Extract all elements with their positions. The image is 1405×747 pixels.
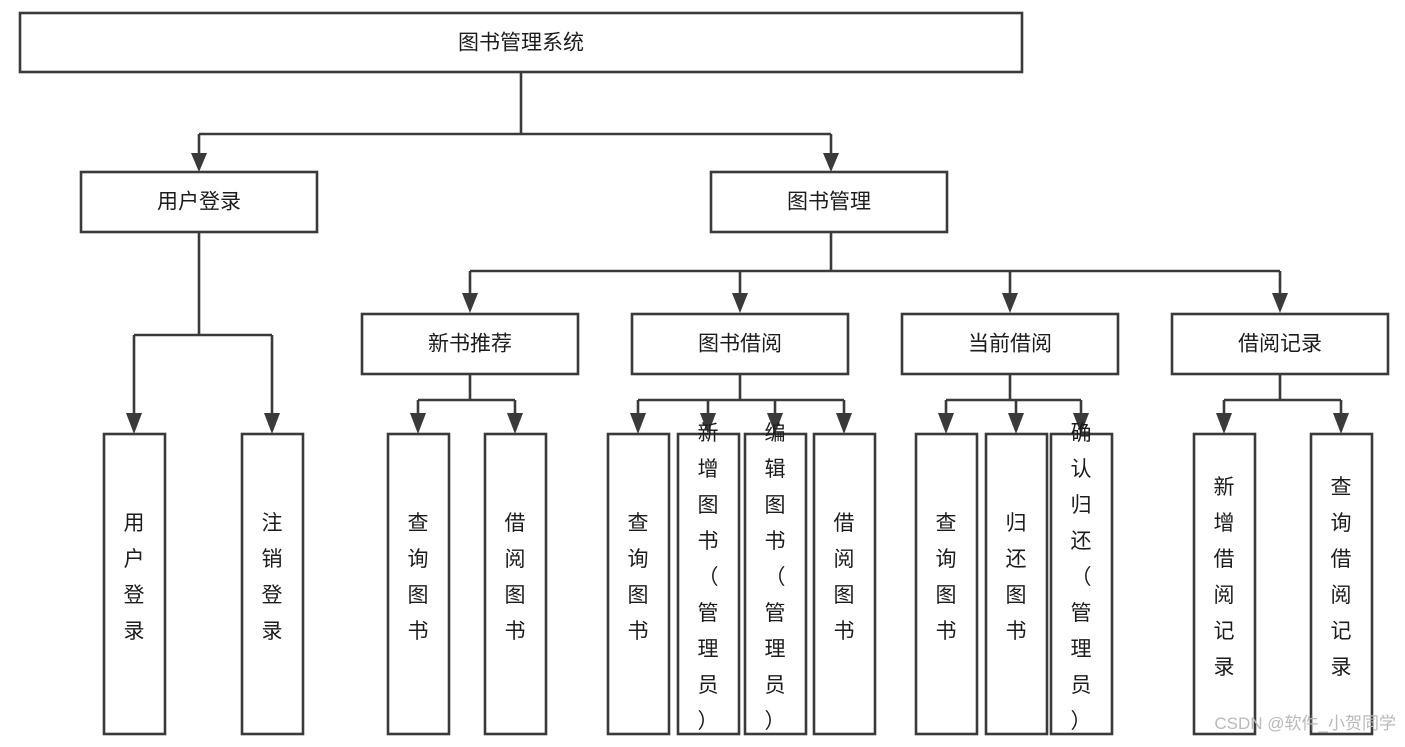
node-leaf-query-record-box[interactable] [1309, 432, 1374, 736]
node-leaf-query-book-2-label: 查询图书 [628, 512, 649, 643]
arrowhead-leaf-borrow-book-2 [836, 413, 852, 434]
arrowhead-leaf-borrow-book-1 [507, 413, 523, 434]
node-leaf-query-record-label: 查询借阅记录 [1331, 476, 1352, 679]
arrowhead-leaf-add-book [700, 413, 716, 434]
node-leaf-edit-book-label: 编辑图书（管理员） [765, 422, 786, 733]
node-current-borrow[interactable]: 当前借阅 [900, 312, 1120, 376]
node-leaf-borrow-book-1-label: 借阅图书 [505, 512, 526, 643]
node-leaf-borrow-book-2-box[interactable] [812, 432, 877, 736]
node-current-borrow-label: 当前借阅 [968, 333, 1052, 356]
node-leaf-borrow-book-1-box[interactable] [483, 432, 548, 736]
arrowhead-book-borrow [732, 293, 748, 313]
node-book-borrow[interactable]: 图书借阅 [630, 312, 850, 376]
edges-layer [126, 72, 1349, 434]
node-new-book-recommend-label: 新书推荐 [428, 333, 512, 356]
node-root-box[interactable] [18, 11, 1024, 74]
arrowhead-user-login [191, 153, 207, 172]
node-leaf-user-logout-label: 注销登录 [262, 512, 283, 643]
node-user-login[interactable]: 用户登录 [79, 170, 319, 234]
arrowhead-leaf-return-book [1008, 413, 1024, 434]
node-book-management-label: 图书管理 [787, 191, 871, 214]
node-leaf-edit-book-box[interactable] [743, 432, 808, 736]
node-leaf-user-logout-box[interactable] [240, 432, 305, 736]
node-borrow-record[interactable]: 借阅记录 [1170, 312, 1390, 376]
node-leaf-add-record-label: 新增借阅记录 [1214, 476, 1235, 679]
node-leaf-confirm-return-box[interactable] [1049, 432, 1114, 736]
node-leaf-user-login[interactable]: 用户登录 [102, 432, 167, 736]
node-leaf-query-book-1-box[interactable] [386, 432, 451, 736]
node-leaf-return-book[interactable]: 归还图书 [984, 432, 1049, 736]
node-leaf-edit-book[interactable]: 编辑图书（管理员） [743, 422, 808, 736]
node-leaf-query-book-1[interactable]: 查询图书 [386, 432, 451, 736]
node-new-book-recommend-box[interactable] [360, 312, 580, 376]
node-book-management[interactable]: 图书管理 [709, 170, 949, 234]
node-book-management-box[interactable] [709, 170, 949, 234]
node-leaf-add-book-box[interactable] [676, 432, 741, 736]
node-user-login-box[interactable] [79, 170, 319, 234]
node-borrow-record-box[interactable] [1170, 312, 1390, 376]
arrowhead-leaf-confirm-return [1073, 413, 1089, 434]
node-current-borrow-box[interactable] [900, 312, 1120, 376]
node-leaf-confirm-return-label: 确认归还（管理员） [1071, 422, 1092, 733]
node-user-login-label: 用户登录 [157, 191, 241, 214]
node-book-borrow-label: 图书借阅 [698, 333, 782, 356]
node-leaf-query-book-1-label: 查询图书 [408, 512, 429, 643]
node-leaf-return-book-label: 归还图书 [1006, 512, 1027, 643]
node-root-label: 图书管理系统 [458, 32, 584, 55]
arrowhead-new-book-recommend [462, 293, 478, 313]
arrowhead-leaf-query-book-3 [938, 413, 954, 434]
arrowhead-leaf-query-record [1333, 413, 1349, 434]
arrowhead-current-borrow [1002, 293, 1018, 313]
arrowhead-book-management [823, 153, 839, 172]
node-leaf-add-book-label: 新增图书（管理员） [698, 422, 719, 733]
node-leaf-query-book-2[interactable]: 查询图书 [606, 432, 671, 736]
node-leaf-borrow-book-1[interactable]: 借阅图书 [483, 432, 548, 736]
node-leaf-user-login-label: 用户登录 [124, 512, 145, 643]
arrowhead-borrow-record [1272, 293, 1288, 313]
node-leaf-confirm-return[interactable]: 确认归还（管理员） [1049, 422, 1114, 736]
node-leaf-borrow-book-2-label: 借阅图书 [834, 512, 855, 643]
arrowhead-leaf-query-book-2 [630, 413, 646, 434]
node-leaf-query-record[interactable]: 查询借阅记录 [1309, 432, 1374, 736]
node-leaf-add-book[interactable]: 新增图书（管理员） [676, 422, 741, 736]
node-borrow-record-label: 借阅记录 [1238, 333, 1322, 356]
arrowhead-leaf-edit-book [767, 413, 783, 434]
arrowhead-leaf-user-logout [264, 413, 280, 434]
node-leaf-query-book-2-box[interactable] [606, 432, 671, 736]
nodes-layer: 图书管理系统 用户登录 图书管理 新书推荐 图书借阅 [18, 11, 1390, 736]
node-leaf-return-book-box[interactable] [984, 432, 1049, 736]
arrowhead-leaf-add-record [1216, 413, 1232, 434]
node-leaf-user-login-box[interactable] [102, 432, 167, 736]
node-leaf-user-logout[interactable]: 注销登录 [240, 432, 305, 736]
node-leaf-add-record[interactable]: 新增借阅记录 [1192, 432, 1257, 736]
arrowhead-leaf-query-book-1 [410, 413, 426, 434]
arrowhead-leaf-user-login [126, 413, 142, 434]
node-leaf-borrow-book-2[interactable]: 借阅图书 [812, 432, 877, 736]
node-leaf-query-book-3[interactable]: 查询图书 [914, 432, 979, 736]
node-root[interactable]: 图书管理系统 [18, 11, 1024, 74]
node-book-borrow-box[interactable] [630, 312, 850, 376]
node-leaf-add-record-box[interactable] [1192, 432, 1257, 736]
node-new-book-recommend[interactable]: 新书推荐 [360, 312, 580, 376]
node-leaf-query-book-3-box[interactable] [914, 432, 979, 736]
node-leaf-query-book-3-label: 查询图书 [936, 512, 957, 643]
watermark-label: CSDN @软件_小贺同学 [1214, 714, 1396, 733]
